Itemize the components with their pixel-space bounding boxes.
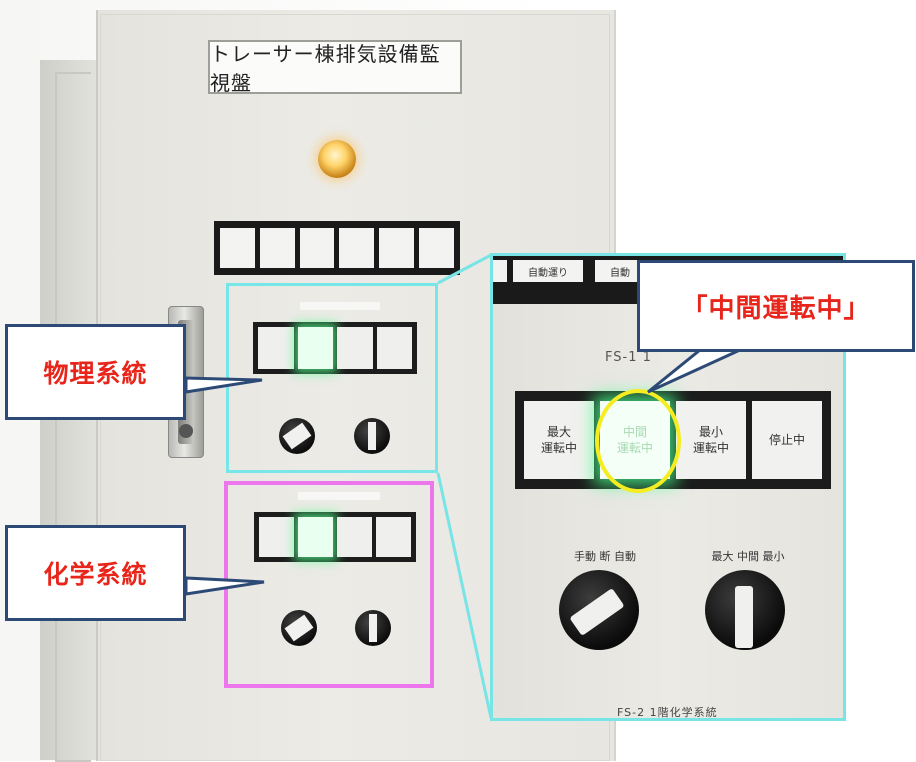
zoom-fs2-title: FS-2 1階化学系統 <box>617 706 718 719</box>
highlight-ring <box>595 389 681 493</box>
zoom-indicator-panel: 最大 運転中 中間 運転中 最小 運転中 停止中 <box>515 391 831 489</box>
connector-top <box>437 253 492 285</box>
physics-indicator-panel <box>253 322 417 374</box>
zoom-label-partial <box>493 260 507 282</box>
physics-system-callout: 物理系統 <box>5 324 186 420</box>
connector-bottom <box>436 472 493 719</box>
zoom-fs1-title: FS-1 1 <box>605 350 652 365</box>
chemistry-system-callout: 化学系統 <box>5 525 186 621</box>
alarm-label-6 <box>419 228 454 268</box>
chemistry-speed-knob-bar <box>369 614 377 642</box>
alarm-label-strip <box>214 221 460 275</box>
mid-operation-callout-text: 「中間運転中」 <box>681 293 871 324</box>
physics-system-callout-text: 物理系統 <box>43 359 148 388</box>
physics-panel-title-plate <box>300 302 380 312</box>
alarm-label-4 <box>339 228 375 268</box>
keyhole-icon <box>179 424 193 438</box>
chemistry-indicator-panel <box>254 512 416 562</box>
physics-indicator-max <box>258 327 294 369</box>
zoom-label-2: 自動 <box>595 260 645 282</box>
physics-indicator-stop <box>376 327 412 369</box>
zoom-speed-switch-tag: 最大 中間 最小 <box>711 550 785 563</box>
alarm-label-5 <box>379 228 415 268</box>
alarm-label-1 <box>220 228 255 268</box>
indicator-lamp-orange <box>318 140 356 178</box>
chemistry-indicator-mid <box>298 517 333 557</box>
chemistry-system-callout-text: 化学系統 <box>43 560 148 589</box>
chemistry-indicator-stop <box>376 517 411 557</box>
chemistry-indicator-max <box>259 517 294 557</box>
physics-callout-pointer <box>184 376 263 394</box>
zoom-label-1: 自動運り <box>513 260 583 282</box>
zoom-indicator-stop: 停止中 <box>752 401 822 479</box>
physics-speed-knob-bar <box>368 422 376 450</box>
zoom-speed-knob-bar <box>735 586 753 648</box>
chemistry-indicator-min <box>337 517 372 557</box>
mid-callout-pointer <box>647 348 741 394</box>
chemistry-panel-title-plate <box>298 492 380 502</box>
chemistry-callout-pointer <box>184 576 265 596</box>
cabinet-nameplate: トレーサー棟排気設備監視盤 <box>208 40 462 95</box>
zoom-indicator-max: 最大 運転中 <box>524 401 594 479</box>
zoom-indicator-min: 最小 運転中 <box>676 401 746 479</box>
physics-indicator-mid <box>297 327 333 369</box>
zoom-mode-switch-tag: 手動 断 自動 <box>574 550 636 563</box>
alarm-label-2 <box>259 228 295 268</box>
mid-operation-callout: 「中間運転中」 <box>637 260 915 352</box>
physics-indicator-min <box>337 327 373 369</box>
alarm-label-3 <box>299 228 335 268</box>
